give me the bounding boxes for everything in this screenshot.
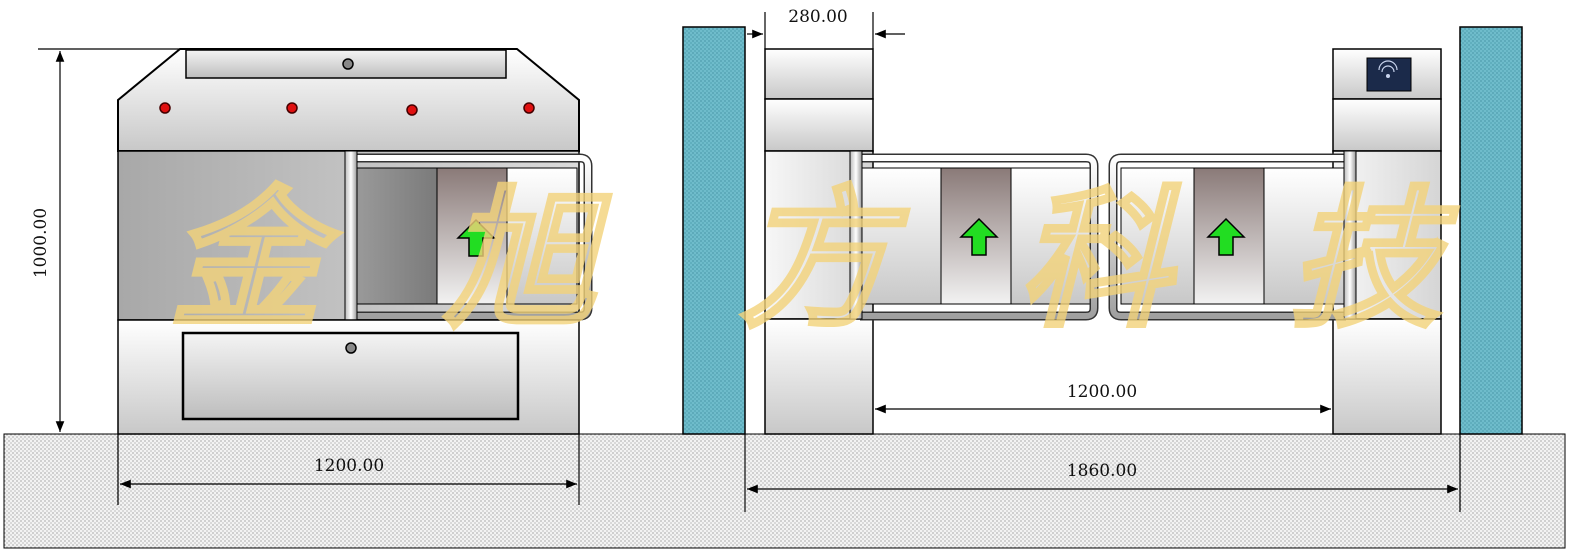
- up-arrow-icon: [959, 217, 999, 256]
- passage-dimension-label: 1200.00: [1067, 382, 1137, 402]
- side-view: [682, 26, 1523, 435]
- left-wall: [682, 26, 746, 435]
- left-pillar-top: [764, 48, 874, 100]
- gate-post: [344, 150, 358, 321]
- indicator-lamp: [523, 102, 535, 114]
- up-arrow-icon: [456, 218, 496, 257]
- right-pillar-cap: [1332, 98, 1442, 152]
- front-view: [117, 48, 593, 435]
- indicator-lamp: [406, 104, 418, 116]
- indicator-lamp: [159, 102, 171, 114]
- lock-icon: [345, 342, 357, 354]
- overall-dimension-label: 1860.00: [1067, 461, 1137, 481]
- up-arrow-icon: [1206, 217, 1246, 256]
- watermark: 金 旭 方 科 技: [168, 172, 1460, 350]
- watermark-char: 金: [170, 174, 341, 348]
- left-wing-gate: [849, 150, 1099, 321]
- gate-post: [1343, 150, 1357, 320]
- inner-shade: [355, 167, 439, 305]
- watermark-char: 方: [740, 174, 909, 348]
- watermark-char: 科: [1020, 174, 1180, 348]
- right-wall: [1459, 26, 1523, 435]
- left-pillar-cap: [764, 98, 874, 152]
- watermark-char: 技: [1290, 174, 1458, 348]
- ground-slab: [3, 433, 1566, 549]
- right-wing-gate: [1108, 150, 1357, 321]
- dimension-lines: [38, 12, 1461, 512]
- indicator-lamp: [286, 102, 298, 114]
- gate-post: [849, 150, 863, 320]
- right-pillar-base: [1332, 318, 1442, 435]
- watermark-char: 旭: [444, 174, 611, 348]
- swing-panel: [506, 167, 578, 305]
- swing-glass: [1193, 167, 1265, 305]
- height-dimension-label: 1000.00: [31, 208, 51, 278]
- left-pillar-base: [764, 318, 874, 435]
- pillar-dimension-label: 280.00: [788, 7, 847, 27]
- width-dimension-label: 1200.00: [314, 456, 384, 476]
- screw-icon: [342, 58, 354, 70]
